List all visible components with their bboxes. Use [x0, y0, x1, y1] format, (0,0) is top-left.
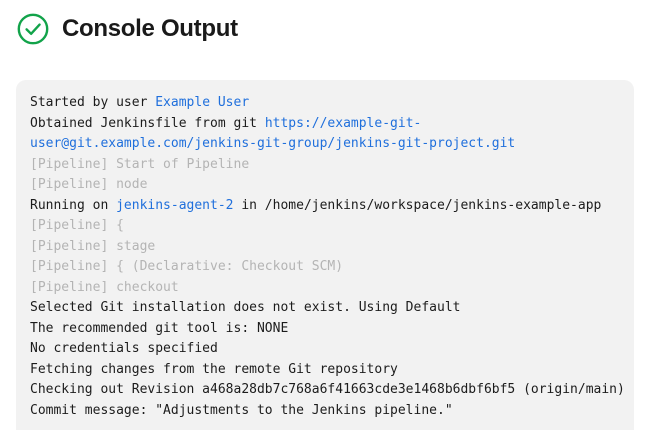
log-line-recommended-git-tool: The recommended git tool is: NONE	[30, 319, 634, 340]
log-line-pipeline-declarative-checkout-scm: [Pipeline] { (Declarative: Checkout SCM)	[30, 257, 634, 278]
log-text: Selected Git installation does not exist…	[30, 300, 461, 315]
log-line-commit-message: Commit message: "Adjustments to the Jenk…	[30, 401, 634, 422]
log-text: Commit message: "Adjustments to the Jenk…	[30, 402, 453, 418]
log-line-pipeline-node: [Pipeline] node	[30, 175, 634, 196]
log-link[interactable]: jenkins-agent-2	[116, 197, 234, 213]
log-line-no-credentials: No credentials specified	[30, 339, 634, 360]
log-text: [Pipeline] checkout	[30, 279, 179, 295]
log-line-selected-git-installation: Selected Git installation does not exist…	[30, 298, 634, 319]
log-line-started-by-user: Started by user Example User	[30, 93, 634, 114]
log-text: [Pipeline] { (Declarative: Checkout SCM)	[30, 259, 344, 274]
log-link[interactable]: https://example-git-user@git.example.com…	[30, 115, 516, 152]
log-line-pipeline-checkout: [Pipeline] checkout	[30, 278, 634, 299]
log-text: [Pipeline] {	[30, 218, 124, 233]
log-text: Fetching changes from the remote Git rep…	[30, 361, 398, 377]
log-link[interactable]: Example User	[155, 95, 250, 110]
check-circle-icon	[17, 13, 49, 45]
page-title: Console Output	[62, 15, 238, 42]
log-line-checking-out-revision: Checking out Revision a468a28db7c768a6f4…	[30, 380, 634, 401]
log-text: Obtained Jenkinsfile from git	[30, 115, 265, 131]
log-line-pipeline-open-brace: [Pipeline] {	[30, 216, 634, 237]
log-text: Started by user	[30, 95, 156, 110]
log-line-pipeline-stage: [Pipeline] stage	[30, 237, 634, 258]
log-text: No credentials specified	[30, 341, 218, 356]
log-line-running-on-agent: Running on jenkins-agent-2 in /home/jenk…	[30, 196, 634, 217]
log-text: The recommended git tool is: NONE	[30, 320, 289, 336]
page-header: Console Output	[0, 0, 650, 45]
log-text: [Pipeline] node	[30, 177, 148, 192]
log-text: [Pipeline] stage	[30, 238, 156, 254]
log-text: Running on	[30, 197, 117, 213]
log-line-obtained-jenkinsfile: Obtained Jenkinsfile from git https://ex…	[30, 114, 634, 155]
log-line-pipeline-start-of-pipeline: [Pipeline] Start of Pipeline	[30, 155, 634, 176]
log-line-fetching-changes: Fetching changes from the remote Git rep…	[30, 360, 634, 381]
log-text: [Pipeline] Start of Pipeline	[30, 156, 250, 172]
log-text: in /home/jenkins/workspace/jenkins-examp…	[233, 197, 602, 213]
log-text: Checking out Revision a468a28db7c768a6f4…	[30, 382, 625, 397]
